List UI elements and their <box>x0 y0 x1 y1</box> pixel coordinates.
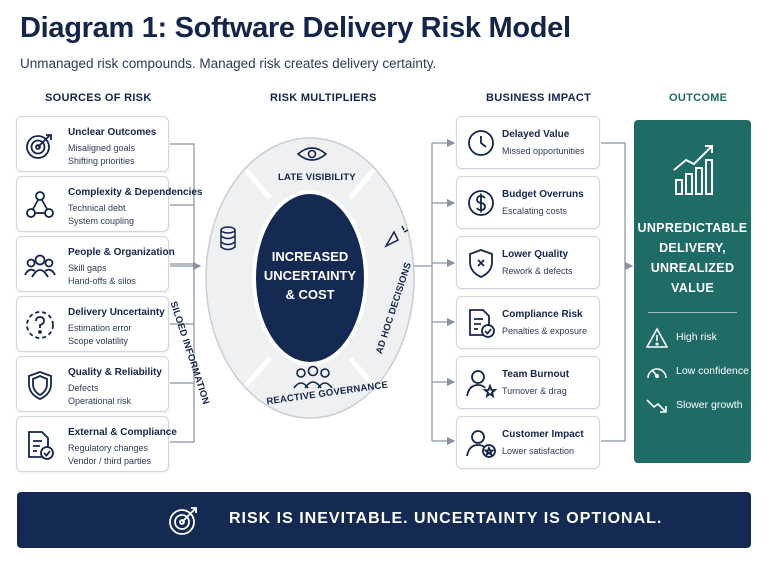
cursor-sparkle-icon <box>384 225 409 248</box>
multipliers-heading: RISK MULTIPLIERS <box>270 92 377 104</box>
multiplier-ring <box>205 137 415 419</box>
impact-heading: BUSINESS IMPACT <box>486 92 592 104</box>
multiplier-late-visibility: LATE VISIBILITY <box>278 172 356 183</box>
document-check-icon <box>469 309 495 338</box>
source-card-people: People & Organization Skill gaps Hand-of… <box>16 236 175 292</box>
page-title: Diagram 1: Software Delivery Risk Model <box>20 12 571 44</box>
person-star-icon <box>466 370 497 399</box>
impact-card-budget-overruns: Budget Overruns Escalating costs <box>456 176 600 229</box>
question-icon <box>26 311 54 339</box>
outcome-statement: UNPREDICTABLE DELIVERY, UNREALIZED VALUE <box>637 221 748 295</box>
impact-card-customer-impact: Customer Impact Lower satisfaction <box>456 416 600 469</box>
eye-icon <box>296 147 328 161</box>
outcome-divider <box>648 312 737 313</box>
outcome-item-high-risk: High risk <box>646 327 751 349</box>
customer-icon <box>466 430 496 458</box>
source-card-external: External & Compliance Regulatory changes… <box>16 416 177 472</box>
shield-x-icon <box>469 249 493 278</box>
outcome-heading: OUTCOME <box>669 92 728 104</box>
target-icon <box>169 507 197 535</box>
trend-down-icon <box>646 399 667 413</box>
gauge-icon <box>647 368 667 379</box>
source-card-quality: Quality & Reliability Defects Operationa… <box>16 356 169 412</box>
database-icon <box>220 226 236 251</box>
outcome-item-slower-growth: Slower growth <box>646 395 751 417</box>
center-label: INCREASED UNCERTAINTY & COST <box>263 249 357 302</box>
source-card-delivery-uncertainty: Delivery Uncertainty Estimation error Sc… <box>16 296 169 352</box>
bottom-banner: RISK IS INEVITABLE. UNCERTAINTY IS OPTIO… <box>17 492 751 548</box>
clock-icon <box>468 130 494 156</box>
impact-card-compliance-risk: Compliance Risk Penalties & exposure <box>456 296 600 349</box>
source-card-unclear-outcomes: Unclear Outcomes Misaligned goals Shifti… <box>16 116 169 172</box>
document-check-icon <box>28 431 54 460</box>
page-subtitle: Unmanaged risk compounds. Managed risk c… <box>20 56 437 71</box>
impact-card-team-burnout: Team Burnout Turnover & drag <box>456 356 600 409</box>
target-icon <box>26 134 52 159</box>
warning-icon <box>646 327 668 348</box>
source-card-complexity: Complexity & Dependencies Technical debt… <box>16 176 202 232</box>
outcome-panel: UNPREDICTABLE DELIVERY, UNREALIZED VALUE… <box>634 120 751 463</box>
network-icon <box>26 191 54 218</box>
people-icon <box>24 254 56 278</box>
bar-chart-growth-icon <box>673 145 713 195</box>
sources-heading: SOURCES OF RISK <box>45 92 152 104</box>
banner-message: RISK IS INEVITABLE. UNCERTAINTY IS OPTIO… <box>229 510 663 527</box>
dollar-icon <box>468 190 494 216</box>
group-icon <box>293 365 333 389</box>
shield-icon <box>28 371 52 400</box>
outcome-item-low-confidence: Low confidence <box>646 361 751 383</box>
impact-card-delayed-value: Delayed Value Missed opportunities <box>456 116 600 169</box>
impact-card-lower-quality: Lower Quality Rework & defects <box>456 236 600 289</box>
